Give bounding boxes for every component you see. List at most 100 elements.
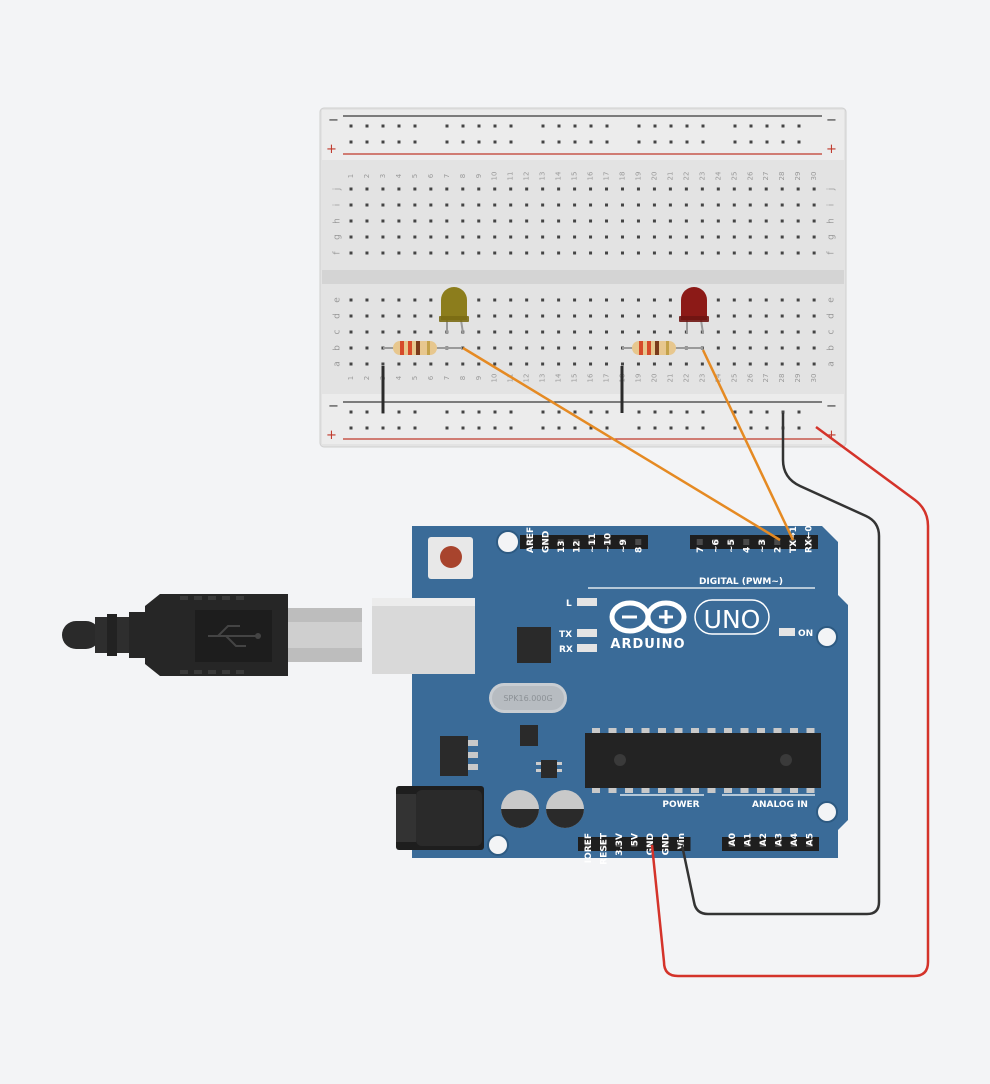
analog-header-pin[interactable] bbox=[728, 841, 735, 847]
breadboard-hole[interactable] bbox=[525, 346, 529, 350]
rail-hole[interactable] bbox=[637, 410, 641, 414]
rail-hole[interactable] bbox=[509, 124, 513, 128]
rail-hole[interactable] bbox=[685, 140, 689, 144]
rail-hole[interactable] bbox=[573, 426, 577, 430]
rail-hole[interactable] bbox=[669, 124, 673, 128]
breadboard-hole[interactable] bbox=[381, 203, 385, 207]
breadboard-hole[interactable] bbox=[605, 187, 609, 191]
rail-hole[interactable] bbox=[397, 426, 401, 430]
breadboard-hole[interactable] bbox=[573, 235, 577, 239]
rail-hole[interactable] bbox=[461, 124, 465, 128]
breadboard-hole[interactable] bbox=[477, 219, 481, 223]
rail-hole[interactable] bbox=[477, 410, 481, 414]
rail-hole[interactable] bbox=[349, 124, 353, 128]
breadboard-hole[interactable] bbox=[477, 187, 481, 191]
breadboard-hole[interactable] bbox=[636, 203, 640, 207]
rail-hole[interactable] bbox=[493, 140, 497, 144]
breadboard-hole[interactable] bbox=[509, 298, 513, 302]
breadboard-hole[interactable] bbox=[780, 346, 784, 350]
rail-hole[interactable] bbox=[781, 124, 785, 128]
led-red[interactable] bbox=[679, 287, 709, 334]
rail-hole[interactable] bbox=[397, 124, 401, 128]
rail-hole[interactable] bbox=[589, 140, 593, 144]
rail-hole[interactable] bbox=[381, 124, 385, 128]
power-header-pin[interactable] bbox=[646, 841, 653, 847]
rail-hole[interactable] bbox=[349, 426, 353, 430]
breadboard-hole[interactable] bbox=[620, 314, 624, 318]
breadboard-hole[interactable] bbox=[796, 203, 800, 207]
breadboard-hole[interactable] bbox=[525, 251, 529, 255]
rail-hole[interactable] bbox=[749, 124, 753, 128]
breadboard-hole[interactable] bbox=[461, 235, 465, 239]
rail-hole[interactable] bbox=[365, 410, 369, 414]
breadboard-hole[interactable] bbox=[764, 314, 768, 318]
resistor-left[interactable] bbox=[383, 341, 462, 355]
rail-hole[interactable] bbox=[669, 140, 673, 144]
breadboard-hole[interactable] bbox=[732, 330, 736, 334]
breadboard-hole[interactable] bbox=[461, 219, 465, 223]
power-header-pin[interactable] bbox=[662, 841, 669, 847]
breadboard-hole[interactable] bbox=[397, 362, 401, 366]
breadboard-hole[interactable] bbox=[605, 362, 609, 366]
breadboard-hole[interactable] bbox=[413, 314, 417, 318]
breadboard-hole[interactable] bbox=[461, 251, 465, 255]
breadboard-hole[interactable] bbox=[365, 346, 369, 350]
digital-header-pin[interactable] bbox=[635, 539, 642, 545]
breadboard-hole[interactable] bbox=[493, 314, 497, 318]
breadboard-hole[interactable] bbox=[605, 219, 609, 223]
rail-hole[interactable] bbox=[589, 426, 593, 430]
breadboard-hole[interactable] bbox=[764, 330, 768, 334]
breadboard-hole[interactable] bbox=[748, 314, 752, 318]
breadboard-hole[interactable] bbox=[620, 330, 624, 334]
breadboard-hole[interactable] bbox=[493, 203, 497, 207]
breadboard-hole[interactable] bbox=[636, 298, 640, 302]
breadboard-hole[interactable] bbox=[812, 346, 816, 350]
breadboard-hole[interactable] bbox=[557, 330, 561, 334]
breadboard-hole[interactable] bbox=[429, 251, 433, 255]
rail-hole[interactable] bbox=[637, 140, 641, 144]
breadboard-hole[interactable] bbox=[700, 203, 704, 207]
breadboard-hole[interactable] bbox=[541, 314, 545, 318]
breadboard-hole[interactable] bbox=[413, 219, 417, 223]
rail-hole[interactable] bbox=[509, 140, 513, 144]
rail-hole[interactable] bbox=[477, 426, 481, 430]
breadboard-hole[interactable] bbox=[748, 219, 752, 223]
breadboard-hole[interactable] bbox=[668, 203, 672, 207]
breadboard-hole[interactable] bbox=[509, 346, 513, 350]
breadboard-hole[interactable] bbox=[573, 362, 577, 366]
led-yellow[interactable] bbox=[439, 287, 469, 334]
breadboard-hole[interactable] bbox=[445, 362, 449, 366]
breadboard-hole[interactable] bbox=[429, 187, 433, 191]
rail-hole[interactable] bbox=[749, 426, 753, 430]
breadboard-hole[interactable] bbox=[716, 314, 720, 318]
rail-hole[interactable] bbox=[541, 124, 545, 128]
breadboard-hole[interactable] bbox=[365, 362, 369, 366]
rail-hole[interactable] bbox=[445, 124, 449, 128]
breadboard-hole[interactable] bbox=[796, 251, 800, 255]
breadboard-hole[interactable] bbox=[700, 362, 704, 366]
digital-header-pin[interactable] bbox=[743, 539, 750, 545]
breadboard-hole[interactable] bbox=[620, 251, 624, 255]
breadboard-hole[interactable] bbox=[509, 219, 513, 223]
breadboard-hole[interactable] bbox=[365, 330, 369, 334]
breadboard-hole[interactable] bbox=[477, 235, 481, 239]
breadboard-hole[interactable] bbox=[397, 330, 401, 334]
breadboard-hole[interactable] bbox=[636, 187, 640, 191]
power-header-pin[interactable] bbox=[600, 841, 607, 847]
breadboard-hole[interactable] bbox=[429, 235, 433, 239]
digital-header-pin[interactable] bbox=[588, 539, 595, 545]
breadboard-hole[interactable] bbox=[620, 298, 624, 302]
breadboard-hole[interactable] bbox=[525, 203, 529, 207]
breadboard-hole[interactable] bbox=[716, 219, 720, 223]
analog-header-pin[interactable] bbox=[790, 841, 797, 847]
rail-hole[interactable] bbox=[541, 410, 545, 414]
breadboard-hole[interactable] bbox=[780, 251, 784, 255]
breadboard-hole[interactable] bbox=[812, 219, 816, 223]
usb-cable[interactable] bbox=[62, 594, 362, 676]
rail-hole[interactable] bbox=[797, 140, 801, 144]
rail-hole[interactable] bbox=[509, 410, 513, 414]
breadboard-hole[interactable] bbox=[381, 235, 385, 239]
rail-hole[interactable] bbox=[493, 426, 497, 430]
breadboard-hole[interactable] bbox=[381, 251, 385, 255]
